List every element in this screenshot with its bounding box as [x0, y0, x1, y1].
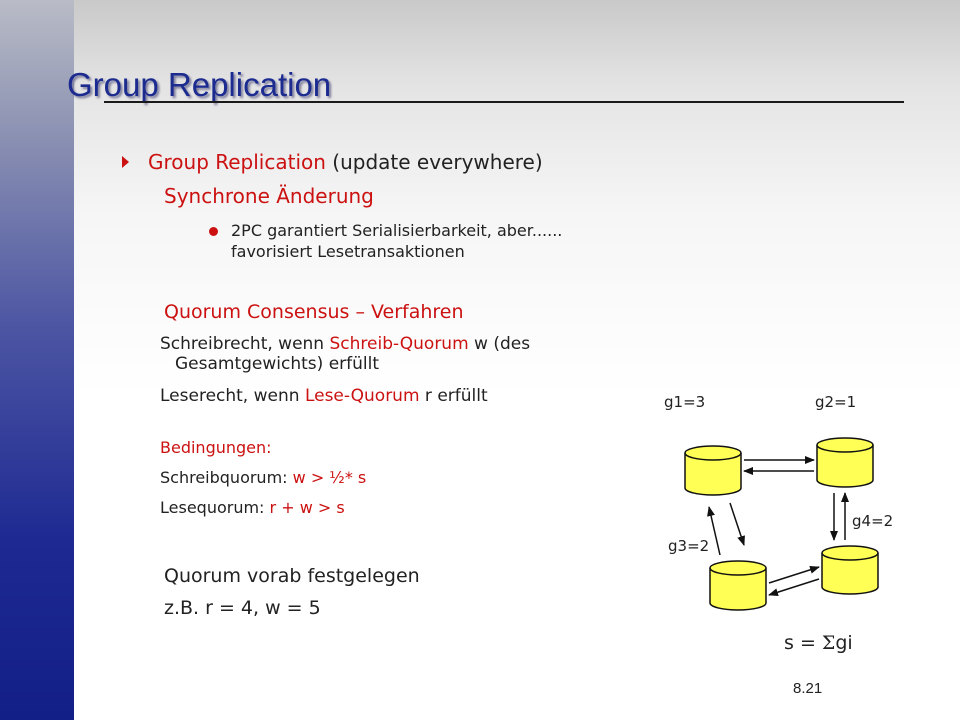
- sub-heading-synchrone: Synchrone Änderung: [164, 184, 374, 208]
- label-g1: g1=3: [664, 393, 706, 411]
- label-g4: g4=2: [852, 512, 894, 530]
- slide-title: Group Replication: [67, 66, 332, 103]
- title-underline: [104, 101, 904, 103]
- left-accent-bar: [0, 0, 74, 720]
- node-g2-database: [816, 437, 874, 488]
- read-right: Leserecht, wenn Lese-Quorum r erfüllt: [160, 386, 488, 406]
- node-g3-database: [709, 560, 767, 611]
- arrow-g1-to-g3: [729, 502, 745, 546]
- label-g2: g2=1: [815, 393, 857, 411]
- node-g1-database: [684, 445, 742, 496]
- example-values: z.B. r = 4, w = 5: [164, 597, 321, 619]
- write-right-line-2: Gesamtgewichts) erfüllt: [175, 354, 380, 374]
- write-right-line-1: Schreibrecht, wenn Schreib-Quorum w (des: [160, 334, 531, 354]
- bullet-arrow-icon: [122, 156, 129, 168]
- point-line-1: 2PC garantiert Serialisierbarkeit, aber.…: [231, 221, 563, 240]
- sum-formula: s = Σgi: [784, 632, 853, 654]
- bullet-group-replication: Group Replication (update everywhere): [148, 150, 543, 174]
- bullet-dot-icon: [209, 227, 218, 236]
- quorum-heading: Quorum Consensus – Verfahren: [164, 301, 464, 323]
- arrow-g3-to-g1: [707, 506, 721, 556]
- read-quorum-condition: Lesequorum: r + w > s: [160, 498, 345, 517]
- arrow-g4-to-g3: [768, 578, 820, 597]
- conditions-label: Bedingungen:: [160, 438, 272, 457]
- point-line-2: favorisiert Lesetransaktionen: [231, 242, 465, 261]
- arrow-g3-to-g4: [768, 565, 820, 584]
- predefined-quorum: Quorum vorab festgelegen: [164, 565, 420, 587]
- write-quorum-condition: Schreibquorum: w > ½* s: [160, 468, 367, 487]
- page-number: 8.21: [793, 680, 823, 697]
- label-g3: g3=2: [668, 537, 710, 555]
- node-g4-database: [821, 545, 879, 595]
